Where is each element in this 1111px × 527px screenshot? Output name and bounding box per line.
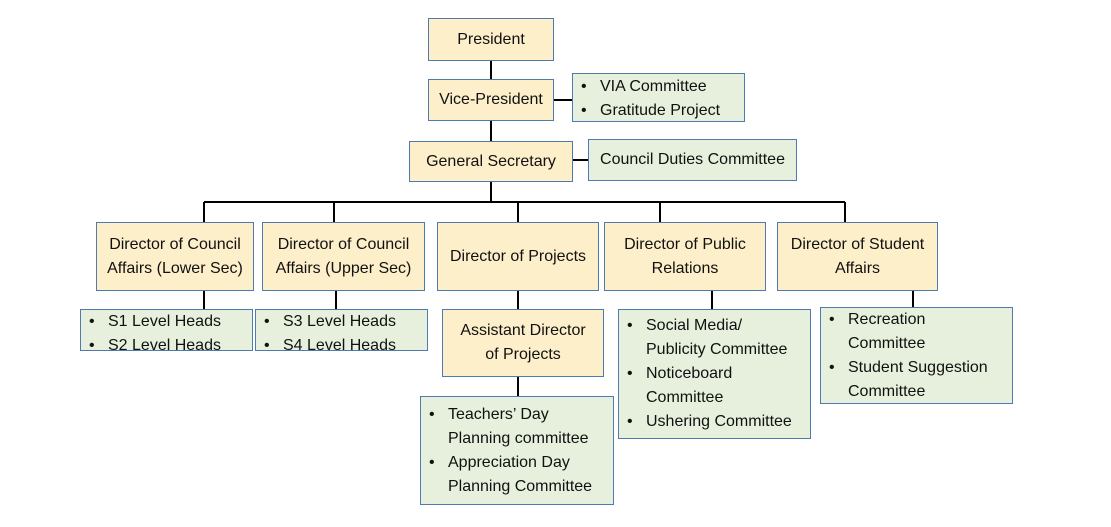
director-projects-box: Director of Projects xyxy=(437,222,599,291)
vice-president-label: Vice-President xyxy=(439,91,543,108)
president-label: President xyxy=(457,30,525,48)
director-council-upper-line1: Director of Council xyxy=(277,235,410,253)
general-secretary-label: General Secretary xyxy=(426,152,556,170)
council-duties-committee-label: Council Duties Committee xyxy=(600,151,785,168)
director-public-relations-line2: Relations xyxy=(651,259,719,277)
vice-president-duties-list: VIA Committee Gratitude Project xyxy=(576,75,744,123)
list-item: Social Media/ Publicity Committee xyxy=(622,314,804,362)
list-item: Gratitude Project xyxy=(576,99,744,123)
assistant-director-projects-line2: of Projects xyxy=(485,346,561,363)
council-upper-duties-list: S3 Level Heads S4 Level Heads xyxy=(259,310,427,358)
list-item: Appreciation Day Planning Committee xyxy=(424,451,607,499)
director-public-relations-line1: Director of Public xyxy=(624,235,746,253)
list-item: Noticeboard Committee xyxy=(622,362,804,410)
assistant-director-projects-box: Assistant Director of Projects xyxy=(442,309,604,377)
list-item: S4 Level Heads xyxy=(259,334,427,358)
director-student-affairs-box: Director of Student Affairs xyxy=(777,222,938,291)
list-item: Teachers’ Day Planning committee xyxy=(424,403,607,451)
council-lower-duties-list: S1 Level Heads S2 Level Heads xyxy=(84,310,252,358)
vice-president-box: Vice-President xyxy=(428,79,554,121)
assistant-projects-duties-list: Teachers’ Day Planning committee Appreci… xyxy=(424,403,607,499)
list-item: S2 Level Heads xyxy=(84,334,252,358)
list-item: Student Suggestion Committee xyxy=(824,356,1006,404)
assistant-projects-duties-box: Teachers’ Day Planning committee Appreci… xyxy=(420,396,614,505)
president-box: President xyxy=(428,18,554,61)
list-item: Recreation Committee xyxy=(824,308,1006,356)
general-secretary-duties-box: Council Duties Committee xyxy=(588,139,797,181)
director-council-lower-line2: Affairs (Lower Sec) xyxy=(107,259,243,277)
assistant-director-projects-line1: Assistant Director xyxy=(460,322,586,339)
director-council-upper-box: Director of Council Affairs (Upper Sec) xyxy=(262,222,425,291)
director-student-affairs-line1: Director of Student xyxy=(790,235,925,253)
director-council-lower-box: Director of Council Affairs (Lower Sec) xyxy=(96,222,254,291)
list-item: S1 Level Heads xyxy=(84,310,252,334)
director-student-affairs-line2: Affairs xyxy=(834,259,881,277)
public-relations-duties-box: Social Media/ Publicity Committee Notice… xyxy=(618,309,811,439)
council-lower-duties-box: S1 Level Heads S2 Level Heads xyxy=(80,309,253,358)
director-council-upper-line2: Affairs (Upper Sec) xyxy=(275,259,412,277)
vice-president-duties-box: VIA Committee Gratitude Project xyxy=(572,73,745,123)
list-item: VIA Committee xyxy=(576,75,744,99)
general-secretary-box: General Secretary xyxy=(409,141,573,182)
director-projects-label: Director of Projects xyxy=(449,247,587,265)
list-item: Ushering Committee xyxy=(622,410,804,434)
public-relations-duties-list: Social Media/ Publicity Committee Notice… xyxy=(622,314,804,434)
director-public-relations-box: Director of Public Relations xyxy=(604,222,766,291)
student-affairs-duties-list: Recreation Committee Student Suggestion … xyxy=(824,308,1006,404)
council-upper-duties-box: S3 Level Heads S4 Level Heads xyxy=(255,309,428,358)
student-affairs-duties-box: Recreation Committee Student Suggestion … xyxy=(820,307,1013,404)
list-item: S3 Level Heads xyxy=(259,310,427,334)
director-council-lower-line1: Director of Council xyxy=(109,235,241,253)
